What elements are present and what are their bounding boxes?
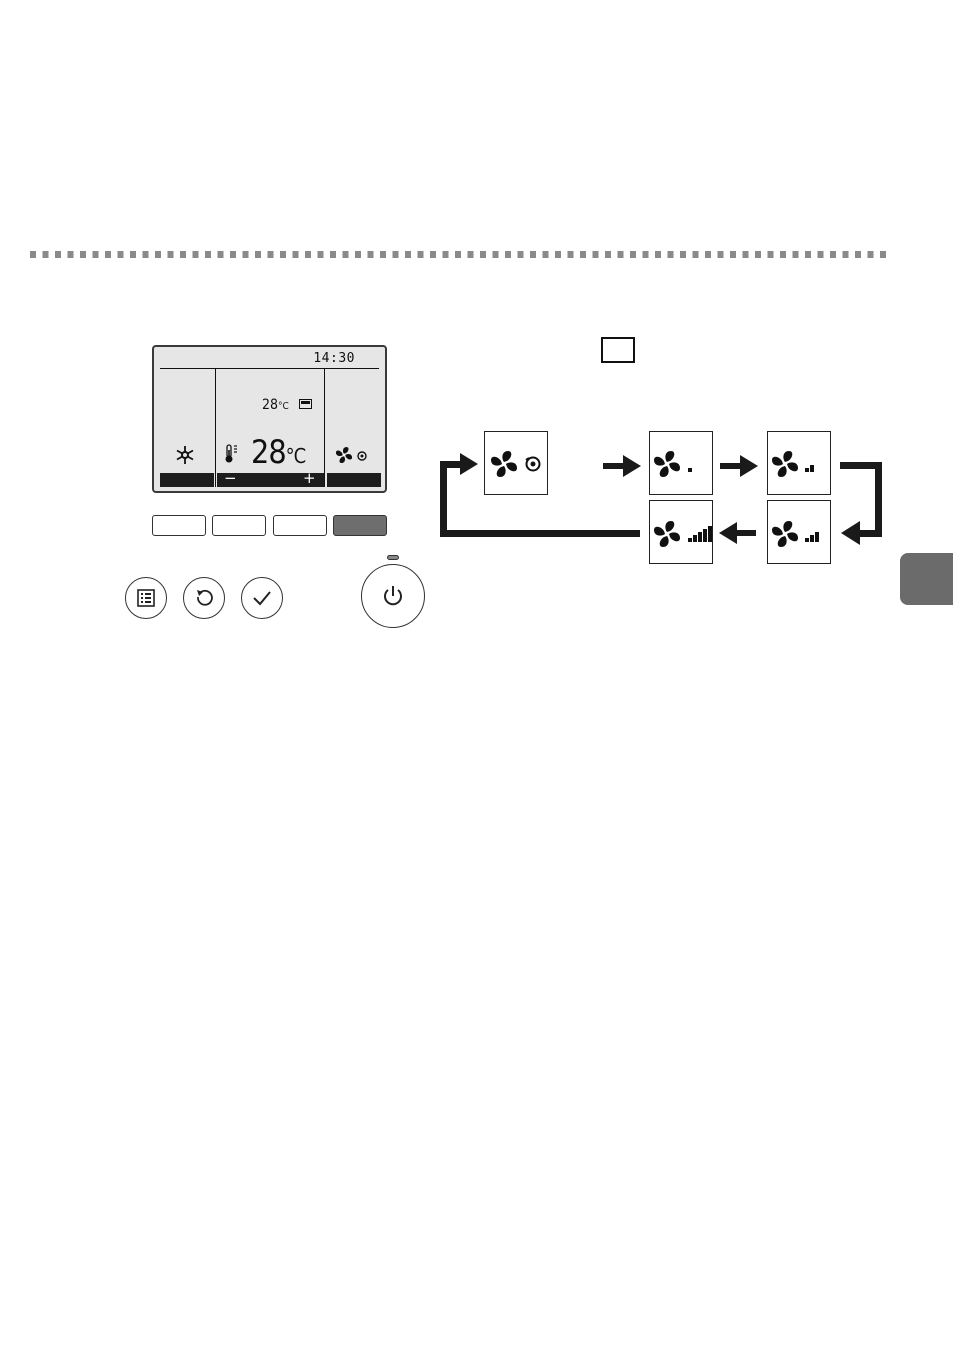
chapter-tab — [900, 553, 953, 605]
cycle-arrows — [0, 0, 953, 700]
arrow-auto-to-1 — [603, 463, 625, 469]
arrow-1-to-2 — [720, 463, 742, 469]
